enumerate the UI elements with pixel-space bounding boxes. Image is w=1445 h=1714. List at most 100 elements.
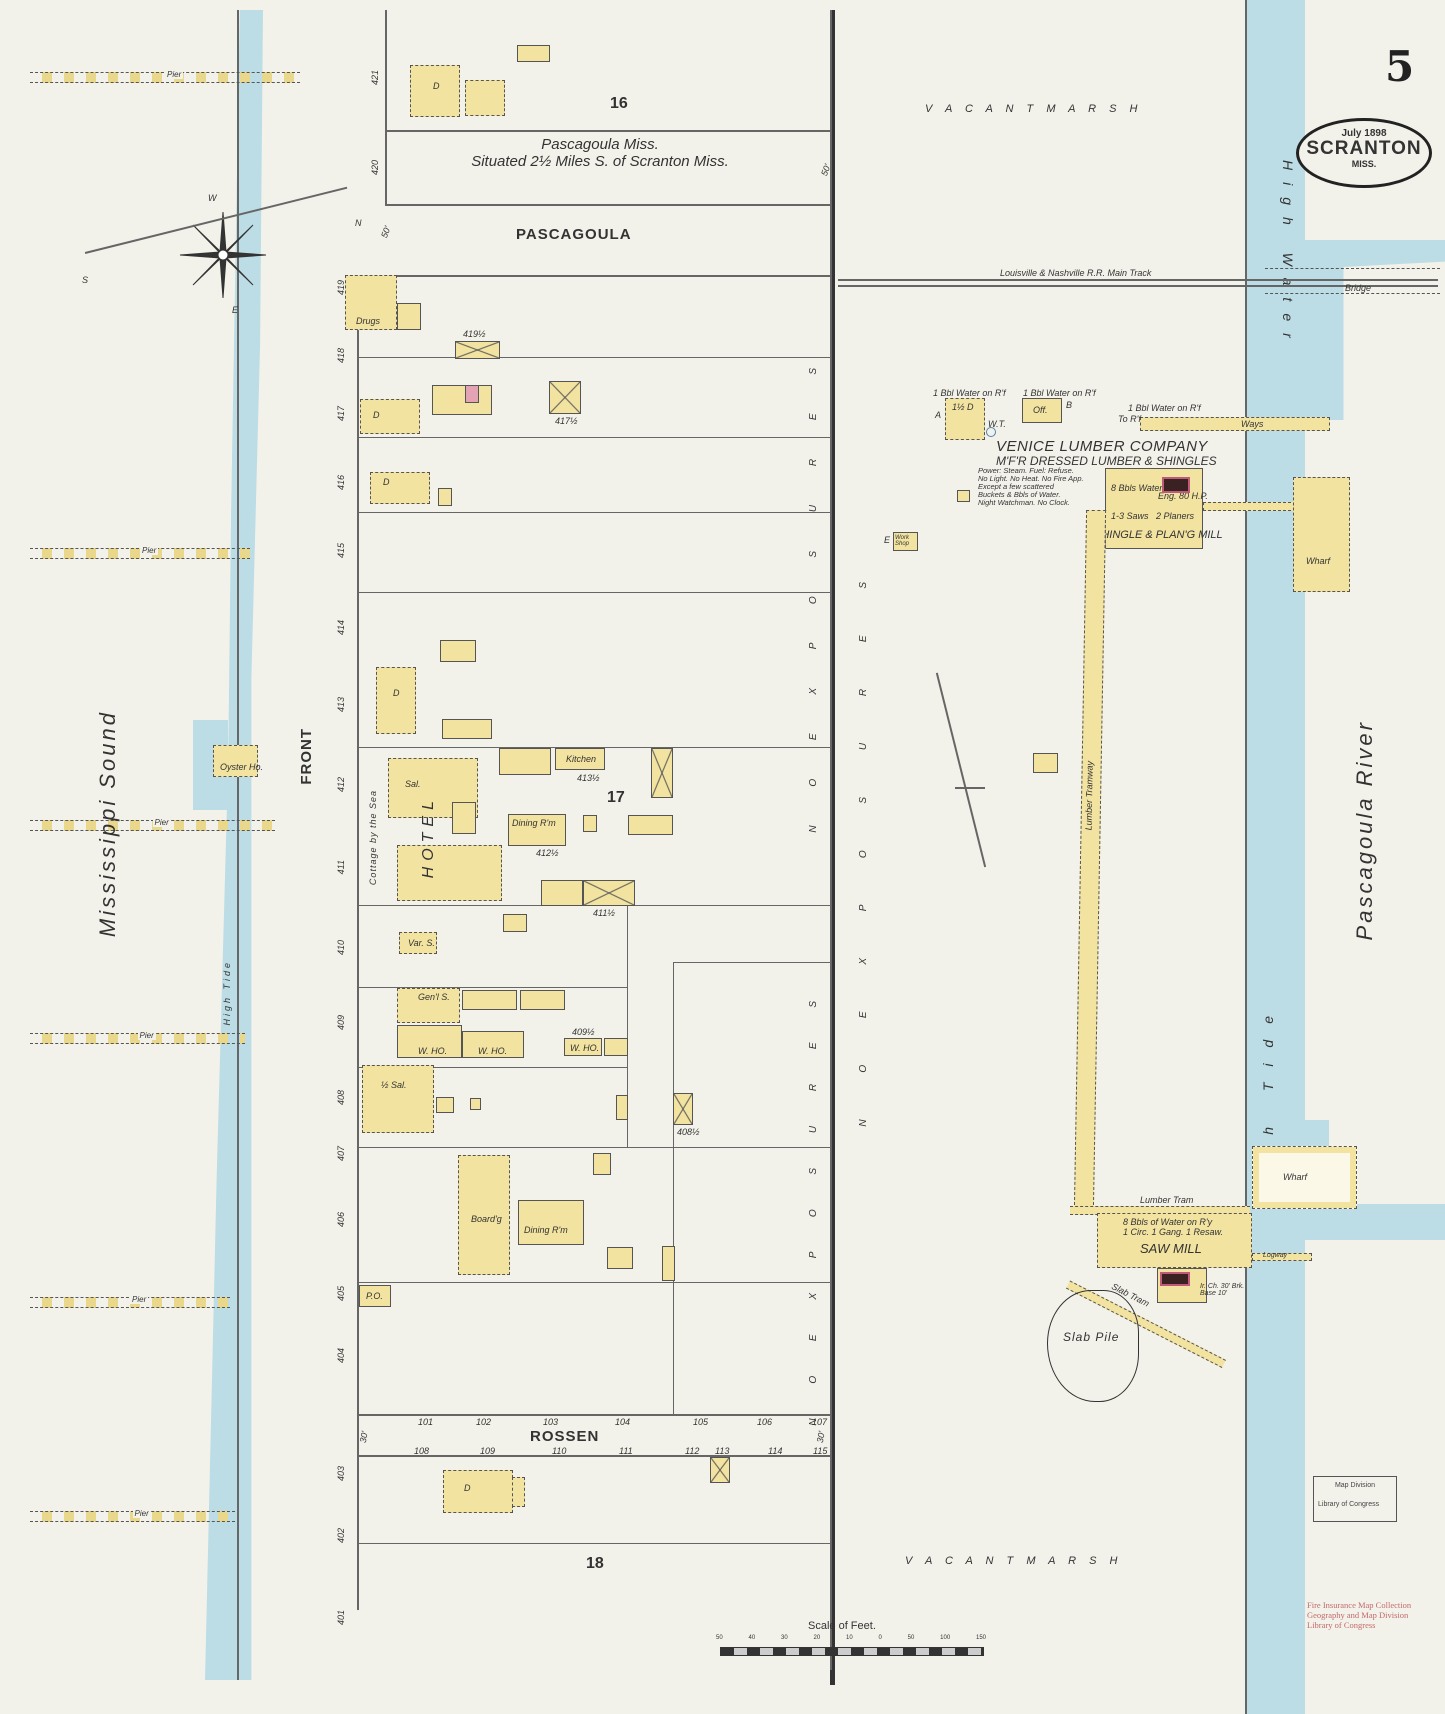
address-412: 412 — [336, 777, 346, 793]
shed-406b[interactable] — [607, 1247, 633, 1269]
dwelling-417-ext[interactable] — [432, 385, 492, 415]
dwelling-403[interactable]: D — [443, 1470, 513, 1513]
shed-413-b[interactable] — [442, 719, 492, 739]
lumber-office[interactable]: Off. — [1022, 398, 1062, 423]
shed-409c[interactable] — [604, 1038, 628, 1056]
west-shoreline — [237, 10, 239, 1680]
address-401: 401 — [336, 1610, 346, 1626]
dwelling-421-ext[interactable] — [465, 80, 505, 116]
oyster-house[interactable]: Oyster Ho. — [213, 745, 263, 777]
building-113[interactable] — [710, 1457, 730, 1483]
shed-409a[interactable] — [462, 990, 517, 1010]
drug-store-rear[interactable] — [397, 303, 421, 330]
work-shop-letter: E — [884, 535, 891, 545]
address-417-half: 417½ — [555, 416, 578, 426]
lumber-bldg-a[interactable]: 1½ D — [945, 398, 985, 440]
compass-rose — [178, 210, 268, 300]
shed-408c[interactable] — [616, 1095, 628, 1120]
rossen-addr: 113 — [715, 1446, 730, 1456]
lot-line — [357, 357, 830, 358]
rossen-addr: 115 — [813, 1446, 828, 1456]
front-street-label: FRONT — [298, 728, 315, 785]
dwelling-413[interactable]: D — [376, 667, 416, 734]
drug-store[interactable]: Drugs — [345, 275, 397, 330]
dwelling-403-ext[interactable] — [512, 1477, 525, 1507]
wharf-north[interactable]: Wharf — [1293, 477, 1350, 592]
shingle-planing-mill[interactable]: 8 Bbls Water on R'f 1-3 Saws 2 Planers E… — [1094, 468, 1223, 549]
pink-fireproof-unit[interactable] — [465, 385, 479, 403]
warehouse-1[interactable]: W. HO. — [397, 1025, 462, 1058]
dwelling-416[interactable]: D — [370, 472, 430, 504]
saw-mill-boiler-icon — [1160, 1272, 1190, 1286]
shed-413[interactable] — [440, 640, 476, 662]
compass-n: N — [355, 218, 362, 228]
shed-east-mid[interactable] — [1033, 753, 1058, 773]
warehouse-2[interactable]: W. HO. — [462, 1031, 524, 1058]
rossen-addr: 101 — [418, 1417, 434, 1427]
lumber-tram-label: Lumber Tram — [1140, 1195, 1194, 1205]
shed-408a[interactable] — [436, 1097, 454, 1113]
shed-408b[interactable] — [470, 1098, 481, 1110]
water-tank-icon — [986, 427, 996, 437]
shed-17b[interactable] — [628, 815, 673, 835]
saloon-408[interactable]: ½ Sal. — [362, 1065, 434, 1133]
boiler-icon — [1162, 477, 1190, 493]
dwelling-421[interactable]: D — [410, 65, 460, 117]
bridge-label: Bridge — [1345, 283, 1372, 293]
cartouche-date: July 1898 — [1341, 128, 1387, 139]
work-shop[interactable]: Work Shop — [893, 532, 918, 551]
tram-to-shed[interactable] — [1203, 502, 1296, 511]
east-shoreline — [1245, 0, 1247, 1714]
dwelling-416-ext[interactable] — [438, 488, 452, 506]
shed-406c[interactable] — [662, 1246, 675, 1281]
shed-409b[interactable] — [520, 990, 565, 1010]
block-16-mid-line — [385, 130, 830, 132]
lot-line — [673, 962, 830, 963]
building-408-half[interactable] — [673, 1093, 693, 1125]
wharf-south[interactable]: Wharf — [1252, 1146, 1357, 1209]
address-409: 409 — [336, 1015, 346, 1031]
vacant-marsh-label: V A C A N T M A R S H — [905, 1555, 1123, 1567]
lot-line — [357, 437, 830, 438]
address-415: 415 — [336, 543, 346, 559]
general-store[interactable]: Gen'l S. — [397, 988, 460, 1023]
dining-room-2[interactable]: Dining R'm — [518, 1200, 584, 1245]
ways[interactable]: Ways — [1140, 417, 1330, 431]
logway[interactable]: Logway — [1252, 1252, 1312, 1261]
building-419-half[interactable] — [455, 341, 500, 359]
shed-410a[interactable] — [503, 914, 527, 932]
rossen-addr: 106 — [757, 1417, 773, 1427]
dwelling-417[interactable]: D — [360, 399, 420, 434]
warehouse-3[interactable]: W. HO. — [564, 1038, 602, 1056]
address-413: 413 — [336, 697, 346, 713]
no-exposures-label: N O E X P O S U R E S — [808, 985, 819, 1426]
building-shed[interactable] — [517, 45, 550, 62]
lot-line — [357, 987, 627, 988]
collection-stamp: Fire Insurance Map Collection Geography … — [1307, 1600, 1412, 1630]
variety-store[interactable]: Var. S. — [399, 932, 437, 954]
block-16-west-line — [385, 10, 387, 205]
small-shed-east[interactable] — [957, 490, 970, 502]
building-411-half[interactable] — [583, 880, 635, 906]
pascagoula-river-shoreline — [1245, 0, 1305, 1714]
shed-411[interactable] — [541, 880, 583, 906]
hotel-annex[interactable] — [452, 802, 476, 834]
slab-pile-label: Slab Pile — [1063, 1330, 1120, 1344]
shed-17a[interactable] — [583, 815, 597, 832]
shed-406a[interactable] — [593, 1153, 611, 1175]
hotel-outbuilding[interactable] — [499, 748, 551, 775]
dining-room-1[interactable]: Dining R'm — [508, 814, 566, 846]
lumber-tramway[interactable]: Lumber Tramway — [1073, 510, 1107, 1210]
railroad-track — [838, 285, 1438, 287]
hotel-main[interactable] — [397, 845, 502, 901]
scale-bar — [720, 1647, 984, 1656]
bldg-b-letter: B — [1066, 400, 1073, 410]
kitchen[interactable]: Kitchen — [555, 748, 605, 770]
saw-mill[interactable]: 8 Bbls of Water on R'y 1 Circ. 1 Gang. 1… — [1097, 1213, 1252, 1268]
post-office[interactable]: P.O. — [359, 1285, 391, 1307]
building-417-half[interactable] — [549, 381, 581, 414]
building-412-half[interactable] — [651, 748, 673, 798]
boarding-house[interactable]: Board'g — [458, 1155, 510, 1275]
lot-line — [357, 1147, 830, 1148]
map-division-stamp: Map Division Library of Congress — [1313, 1476, 1397, 1522]
